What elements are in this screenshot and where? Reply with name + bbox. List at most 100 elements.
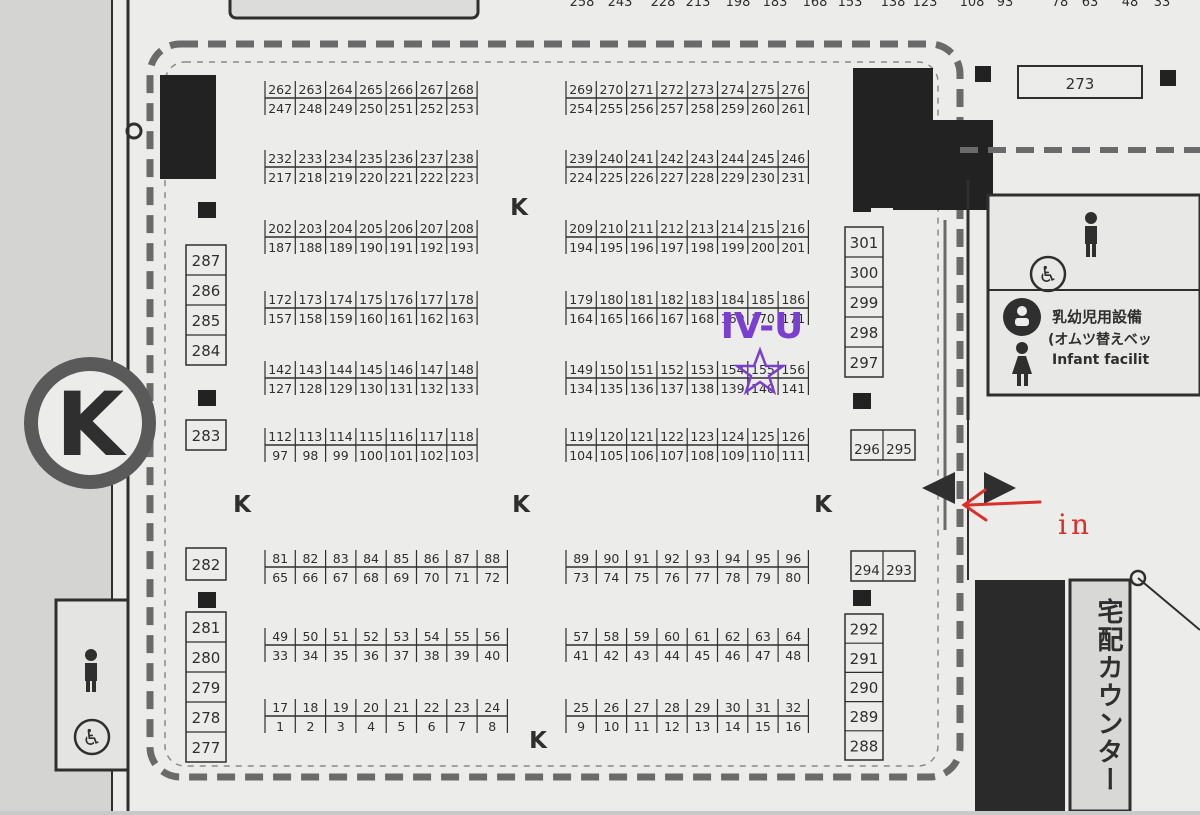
booth-number[interactable]: 51 — [333, 629, 349, 644]
booth-number[interactable]: 23 — [454, 700, 470, 715]
booth-number[interactable]: 88 — [484, 551, 500, 566]
booth-number[interactable]: 146 — [389, 362, 413, 377]
booth-number[interactable]: 92 — [664, 551, 680, 566]
booth-number[interactable]: 190 — [359, 240, 383, 255]
booth-number[interactable]: 150 — [600, 362, 624, 377]
booth-number[interactable]: 197 — [660, 240, 684, 255]
booth-number[interactable]: 81 — [272, 551, 288, 566]
booth-number[interactable]: 101 — [389, 448, 413, 463]
booth-number[interactable]: 35 — [333, 648, 349, 663]
booth-number[interactable]: 186 — [781, 292, 805, 307]
booth-number[interactable]: 231 — [781, 170, 805, 185]
booth-number[interactable]: 258 — [690, 101, 714, 116]
booth-number[interactable]: 191 — [389, 240, 413, 255]
booth-number[interactable]: 158 — [299, 311, 323, 326]
booth-number[interactable]: 114 — [329, 429, 353, 444]
booth-number[interactable]: 265 — [359, 82, 383, 97]
booth-number[interactable]: 240 — [600, 151, 624, 166]
booth-number[interactable]: 134 — [569, 381, 593, 396]
booth-number[interactable]: 36 — [363, 648, 379, 663]
booth-number[interactable]: 102 — [420, 448, 444, 463]
booth-number[interactable]: 98 — [302, 448, 318, 463]
booth-number[interactable]: 133 — [450, 381, 474, 396]
booth-number[interactable]: 44 — [664, 648, 680, 663]
booth-number[interactable]: 68 — [363, 570, 379, 585]
booth-number[interactable]: 182 — [660, 292, 684, 307]
booth-number[interactable]: 299 — [850, 294, 879, 312]
booth-number[interactable]: 232 — [268, 151, 292, 166]
booth-number[interactable]: 83 — [333, 551, 349, 566]
booth-number[interactable]: 229 — [721, 170, 745, 185]
booth-number[interactable]: 73 — [573, 570, 589, 585]
booth-number[interactable]: 225 — [600, 170, 624, 185]
booth-number[interactable]: 148 — [450, 362, 474, 377]
booth-number[interactable]: 119 — [569, 429, 593, 444]
booth-number[interactable]: 201 — [781, 240, 805, 255]
booth-number[interactable]: 249 — [329, 101, 353, 116]
booth-number[interactable]: 96 — [785, 551, 801, 566]
booth-number[interactable]: 11 — [634, 719, 650, 734]
booth-number[interactable]: 6 — [428, 719, 436, 734]
booth-number[interactable]: 173 — [299, 292, 323, 307]
booth-number[interactable]: 248 — [299, 101, 323, 116]
booth-number[interactable]: 115 — [359, 429, 383, 444]
booth-number[interactable]: 14 — [725, 719, 741, 734]
booth-number[interactable]: 238 — [450, 151, 474, 166]
booth-number[interactable]: 21 — [393, 700, 409, 715]
booth-number[interactable]: 221 — [389, 170, 413, 185]
booth-number[interactable]: 278 — [192, 709, 221, 727]
booth-number[interactable]: 222 — [420, 170, 444, 185]
booth-number[interactable]: 284 — [192, 342, 221, 360]
booth-number[interactable]: 74 — [603, 570, 619, 585]
booth-number[interactable]: 242 — [660, 151, 684, 166]
booth-number[interactable]: 253 — [450, 101, 474, 116]
booth-number[interactable]: 183 — [690, 292, 714, 307]
booth-number[interactable]: 107 — [660, 448, 684, 463]
booth-number[interactable]: 130 — [359, 381, 383, 396]
booth-number[interactable]: 204 — [329, 221, 353, 236]
booth-number[interactable]: 301 — [850, 234, 879, 252]
booth-number[interactable]: 63 — [755, 629, 771, 644]
booth-number[interactable]: 66 — [302, 570, 318, 585]
booth-number[interactable]: 62 — [725, 629, 741, 644]
booth-number[interactable]: 287 — [192, 252, 221, 270]
booth-number[interactable]: 25 — [573, 700, 589, 715]
booth-number[interactable]: 91 — [634, 551, 650, 566]
booth-number[interactable]: 49 — [272, 629, 288, 644]
booth-number[interactable]: 250 — [359, 101, 383, 116]
booth-number[interactable]: 205 — [359, 221, 383, 236]
booth-number[interactable]: 76 — [664, 570, 680, 585]
booth-number[interactable]: 212 — [660, 221, 684, 236]
booth-number[interactable]: 254 — [569, 101, 593, 116]
booth-number[interactable]: 162 — [420, 311, 444, 326]
booth-number[interactable]: 37 — [393, 648, 409, 663]
booth-number[interactable]: 166 — [630, 311, 654, 326]
booth-number[interactable]: 276 — [781, 82, 805, 97]
booth-number[interactable]: 30 — [725, 700, 741, 715]
booth-number[interactable]: 175 — [359, 292, 383, 307]
booth-number[interactable]: 266 — [389, 82, 413, 97]
booth-number[interactable]: 257 — [660, 101, 684, 116]
booth-number[interactable]: 259 — [721, 101, 745, 116]
booth-number[interactable]: 99 — [333, 448, 349, 463]
booth-number[interactable]: 214 — [721, 221, 745, 236]
booth-number[interactable]: 144 — [329, 362, 353, 377]
booth-number[interactable]: 86 — [424, 551, 440, 566]
booth-number[interactable]: 48 — [785, 648, 801, 663]
booth-number[interactable]: 178 — [450, 292, 474, 307]
booth-number[interactable]: 38 — [424, 648, 440, 663]
booth-number[interactable]: 169 — [721, 311, 745, 326]
booth-number[interactable]: 283 — [192, 427, 221, 445]
booth-number[interactable]: 224 — [569, 170, 593, 185]
booth-number[interactable]: 109 — [721, 448, 745, 463]
booth-number[interactable]: 281 — [192, 619, 221, 637]
booth-number[interactable]: 198 — [690, 240, 714, 255]
booth-number[interactable]: 246 — [781, 151, 805, 166]
booth-number[interactable]: 208 — [450, 221, 474, 236]
booth-number[interactable]: 20 — [363, 700, 379, 715]
booth-number[interactable]: 125 — [751, 429, 775, 444]
booth-number[interactable]: 103 — [450, 448, 474, 463]
booth-number[interactable]: 19 — [333, 700, 349, 715]
booth-number[interactable]: 139 — [721, 381, 745, 396]
booth-number[interactable]: 29 — [694, 700, 710, 715]
